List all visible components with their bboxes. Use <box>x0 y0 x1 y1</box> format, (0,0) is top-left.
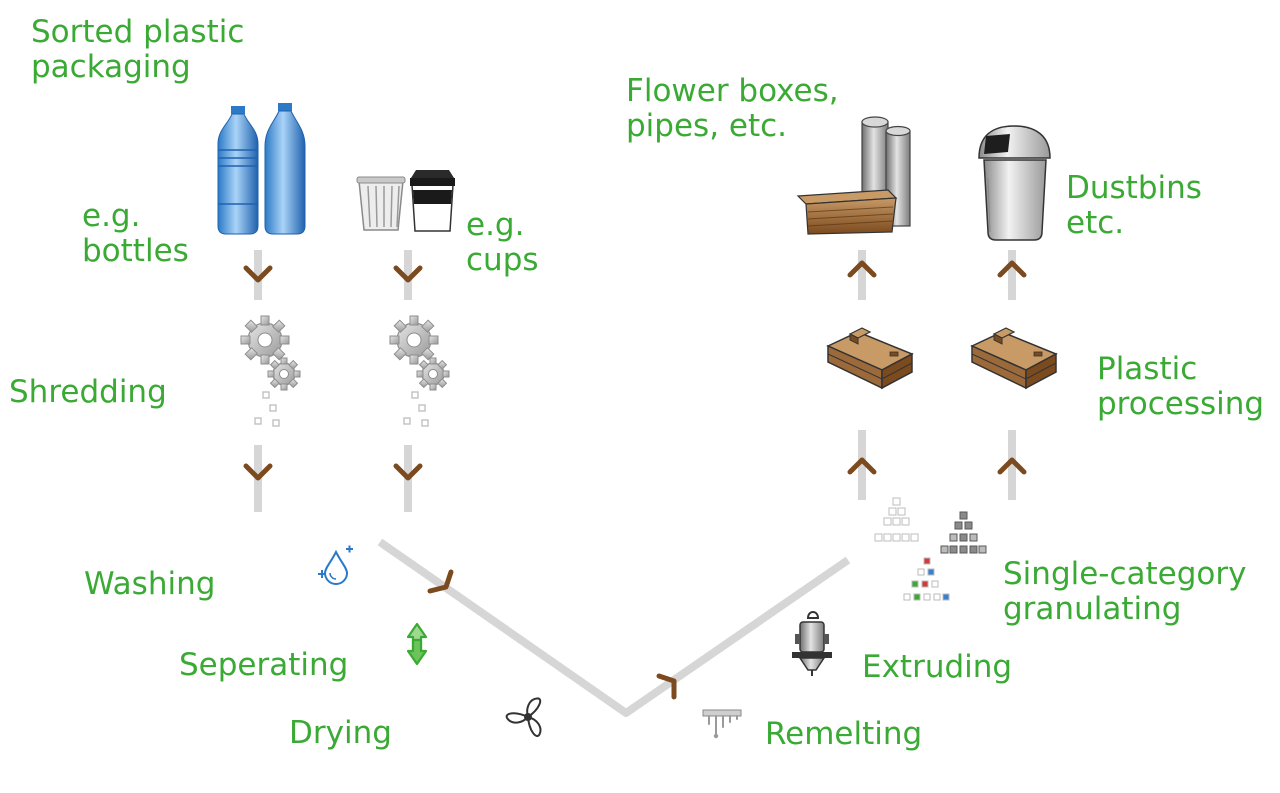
chevron-up-icon <box>847 260 877 278</box>
chevron-down-icon <box>393 463 423 481</box>
plastic-block-icon <box>826 327 914 390</box>
chevron-diagonal-icon <box>427 569 454 594</box>
chevron-down-icon <box>243 463 273 481</box>
granulating-line-1: Single-category <box>1003 556 1247 592</box>
cups-icon <box>356 170 455 232</box>
flower-boxes-line-1: Flower boxes, <box>626 73 839 109</box>
bottles-line-2: bottles <box>82 233 189 269</box>
gears-icon <box>389 315 450 391</box>
processing-line-2: processing <box>1097 386 1265 422</box>
remelting-label: Remelting <box>765 716 923 752</box>
sorted-packaging-label: Sorted plastic packaging <box>31 15 244 85</box>
water-bottles-icon <box>217 103 306 235</box>
cups-line-2: cups <box>466 242 539 278</box>
plastic-flakes-icon <box>254 391 429 427</box>
chevron-down-icon <box>243 265 273 283</box>
washing-label: Washing <box>84 566 216 602</box>
sorted-packaging-line-2: packaging <box>31 49 191 85</box>
cups-line-1: e.g. <box>466 207 525 243</box>
bottles-label: e.g. bottles <box>82 199 189 269</box>
flower-boxes-label: Flower boxes, pipes, etc. <box>626 74 839 144</box>
shredding-label: Shredding <box>9 374 167 410</box>
bottles-line-1: e.g. <box>82 198 141 234</box>
gears-icon <box>240 315 301 391</box>
flow-arrows <box>243 260 1027 700</box>
cups-label: e.g. cups <box>466 208 539 278</box>
chevron-diagonal-icon <box>656 673 677 700</box>
drying-label: Drying <box>289 715 392 751</box>
granulating-line-2: granulating <box>1003 591 1182 627</box>
flow-line-valley <box>377 538 851 717</box>
processing-label: Plastic processing <box>1097 352 1264 422</box>
extruding-label: Extruding <box>862 649 1013 685</box>
plastic-block-icon <box>970 327 1058 390</box>
extruder-icon <box>792 611 832 676</box>
sorted-packaging-line-1: Sorted plastic <box>31 14 245 50</box>
flower-boxes-line-2: pipes, etc. <box>626 108 788 144</box>
chevron-down-icon <box>393 265 423 283</box>
processing-line-1: Plastic <box>1097 351 1198 387</box>
chevron-up-icon <box>997 260 1027 278</box>
up-down-arrows-icon <box>406 622 428 666</box>
flower-box-and-pipes-icon <box>796 116 911 235</box>
water-drop-icon <box>318 545 353 585</box>
granulating-label: Single-category granulating <box>1003 557 1247 627</box>
chevron-up-icon <box>847 457 877 475</box>
melting-icon <box>702 709 742 739</box>
dustbins-line-2: etc. <box>1066 205 1125 241</box>
separating-label: Seperating <box>179 647 349 683</box>
dustbin-icon <box>978 125 1051 241</box>
flow-lines <box>254 250 1016 717</box>
chevron-up-icon <box>997 457 1027 475</box>
fan-icon <box>505 697 542 737</box>
granulate-pyramid-icon <box>874 497 987 601</box>
dustbins-label: Dustbins etc. <box>1066 171 1202 241</box>
dustbins-line-1: Dustbins <box>1066 170 1202 206</box>
